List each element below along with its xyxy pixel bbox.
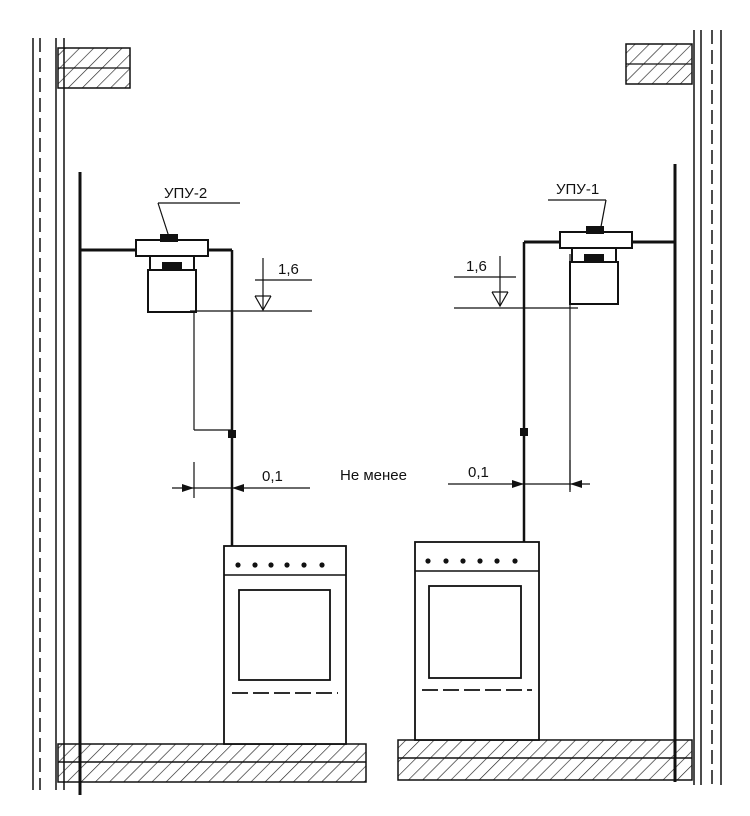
right-gap-label: 0,1 (468, 464, 489, 481)
left-room: УПУ-2 1,6 0,1 (32, 38, 367, 795)
min-distance-label: Не менее (340, 467, 407, 484)
left-gas-stove (223, 545, 347, 745)
left-gap-label: 0,1 (262, 468, 283, 485)
right-wall (693, 30, 722, 785)
left-floor-slab (57, 743, 367, 783)
right-gas-stove (414, 541, 540, 741)
left-upu-device (135, 234, 209, 313)
right-upu-label: УПУ-1 (556, 181, 599, 198)
right-height-label: 1,6 (466, 258, 487, 275)
left-upu-label: УПУ-2 (164, 185, 207, 202)
right-upu-device (559, 226, 633, 305)
left-height-label: 1,6 (278, 261, 299, 278)
left-wall (32, 38, 65, 790)
right-floor-slab (397, 739, 693, 781)
right-room: УПУ-1 1,6 0,1 (397, 30, 722, 785)
